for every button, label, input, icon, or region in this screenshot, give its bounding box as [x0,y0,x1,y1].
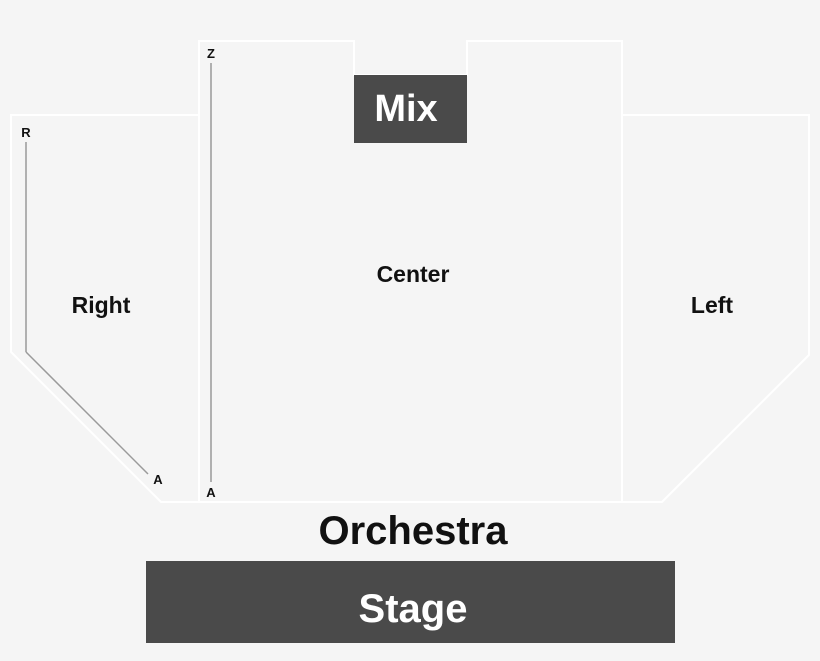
mix-booth-box [354,75,467,143]
section-right-row-first: A [153,472,163,487]
mix-booth-label: Mix [374,88,437,130]
section-right[interactable]: R A Right [10,114,200,503]
section-left-shape[interactable] [621,114,810,503]
orchestra-label: Orchestra [319,509,509,553]
stage-box [146,561,675,643]
section-right-shape[interactable] [10,114,200,503]
section-center[interactable]: Z A Center [198,40,623,503]
section-center-row-last: Z [207,46,215,61]
stage: Stage [146,561,675,643]
mix-booth: Mix [354,75,467,143]
section-left[interactable]: Left [621,114,810,503]
section-center-shape[interactable] [198,40,623,503]
section-left-label: Left [691,292,734,318]
section-center-label: Center [377,261,450,287]
stage-label: Stage [359,587,468,631]
section-center-row-first: A [206,485,216,500]
section-right-row-last: R [21,125,31,140]
section-right-row-line-diagonal [25,351,149,475]
section-right-label: Right [72,292,131,318]
